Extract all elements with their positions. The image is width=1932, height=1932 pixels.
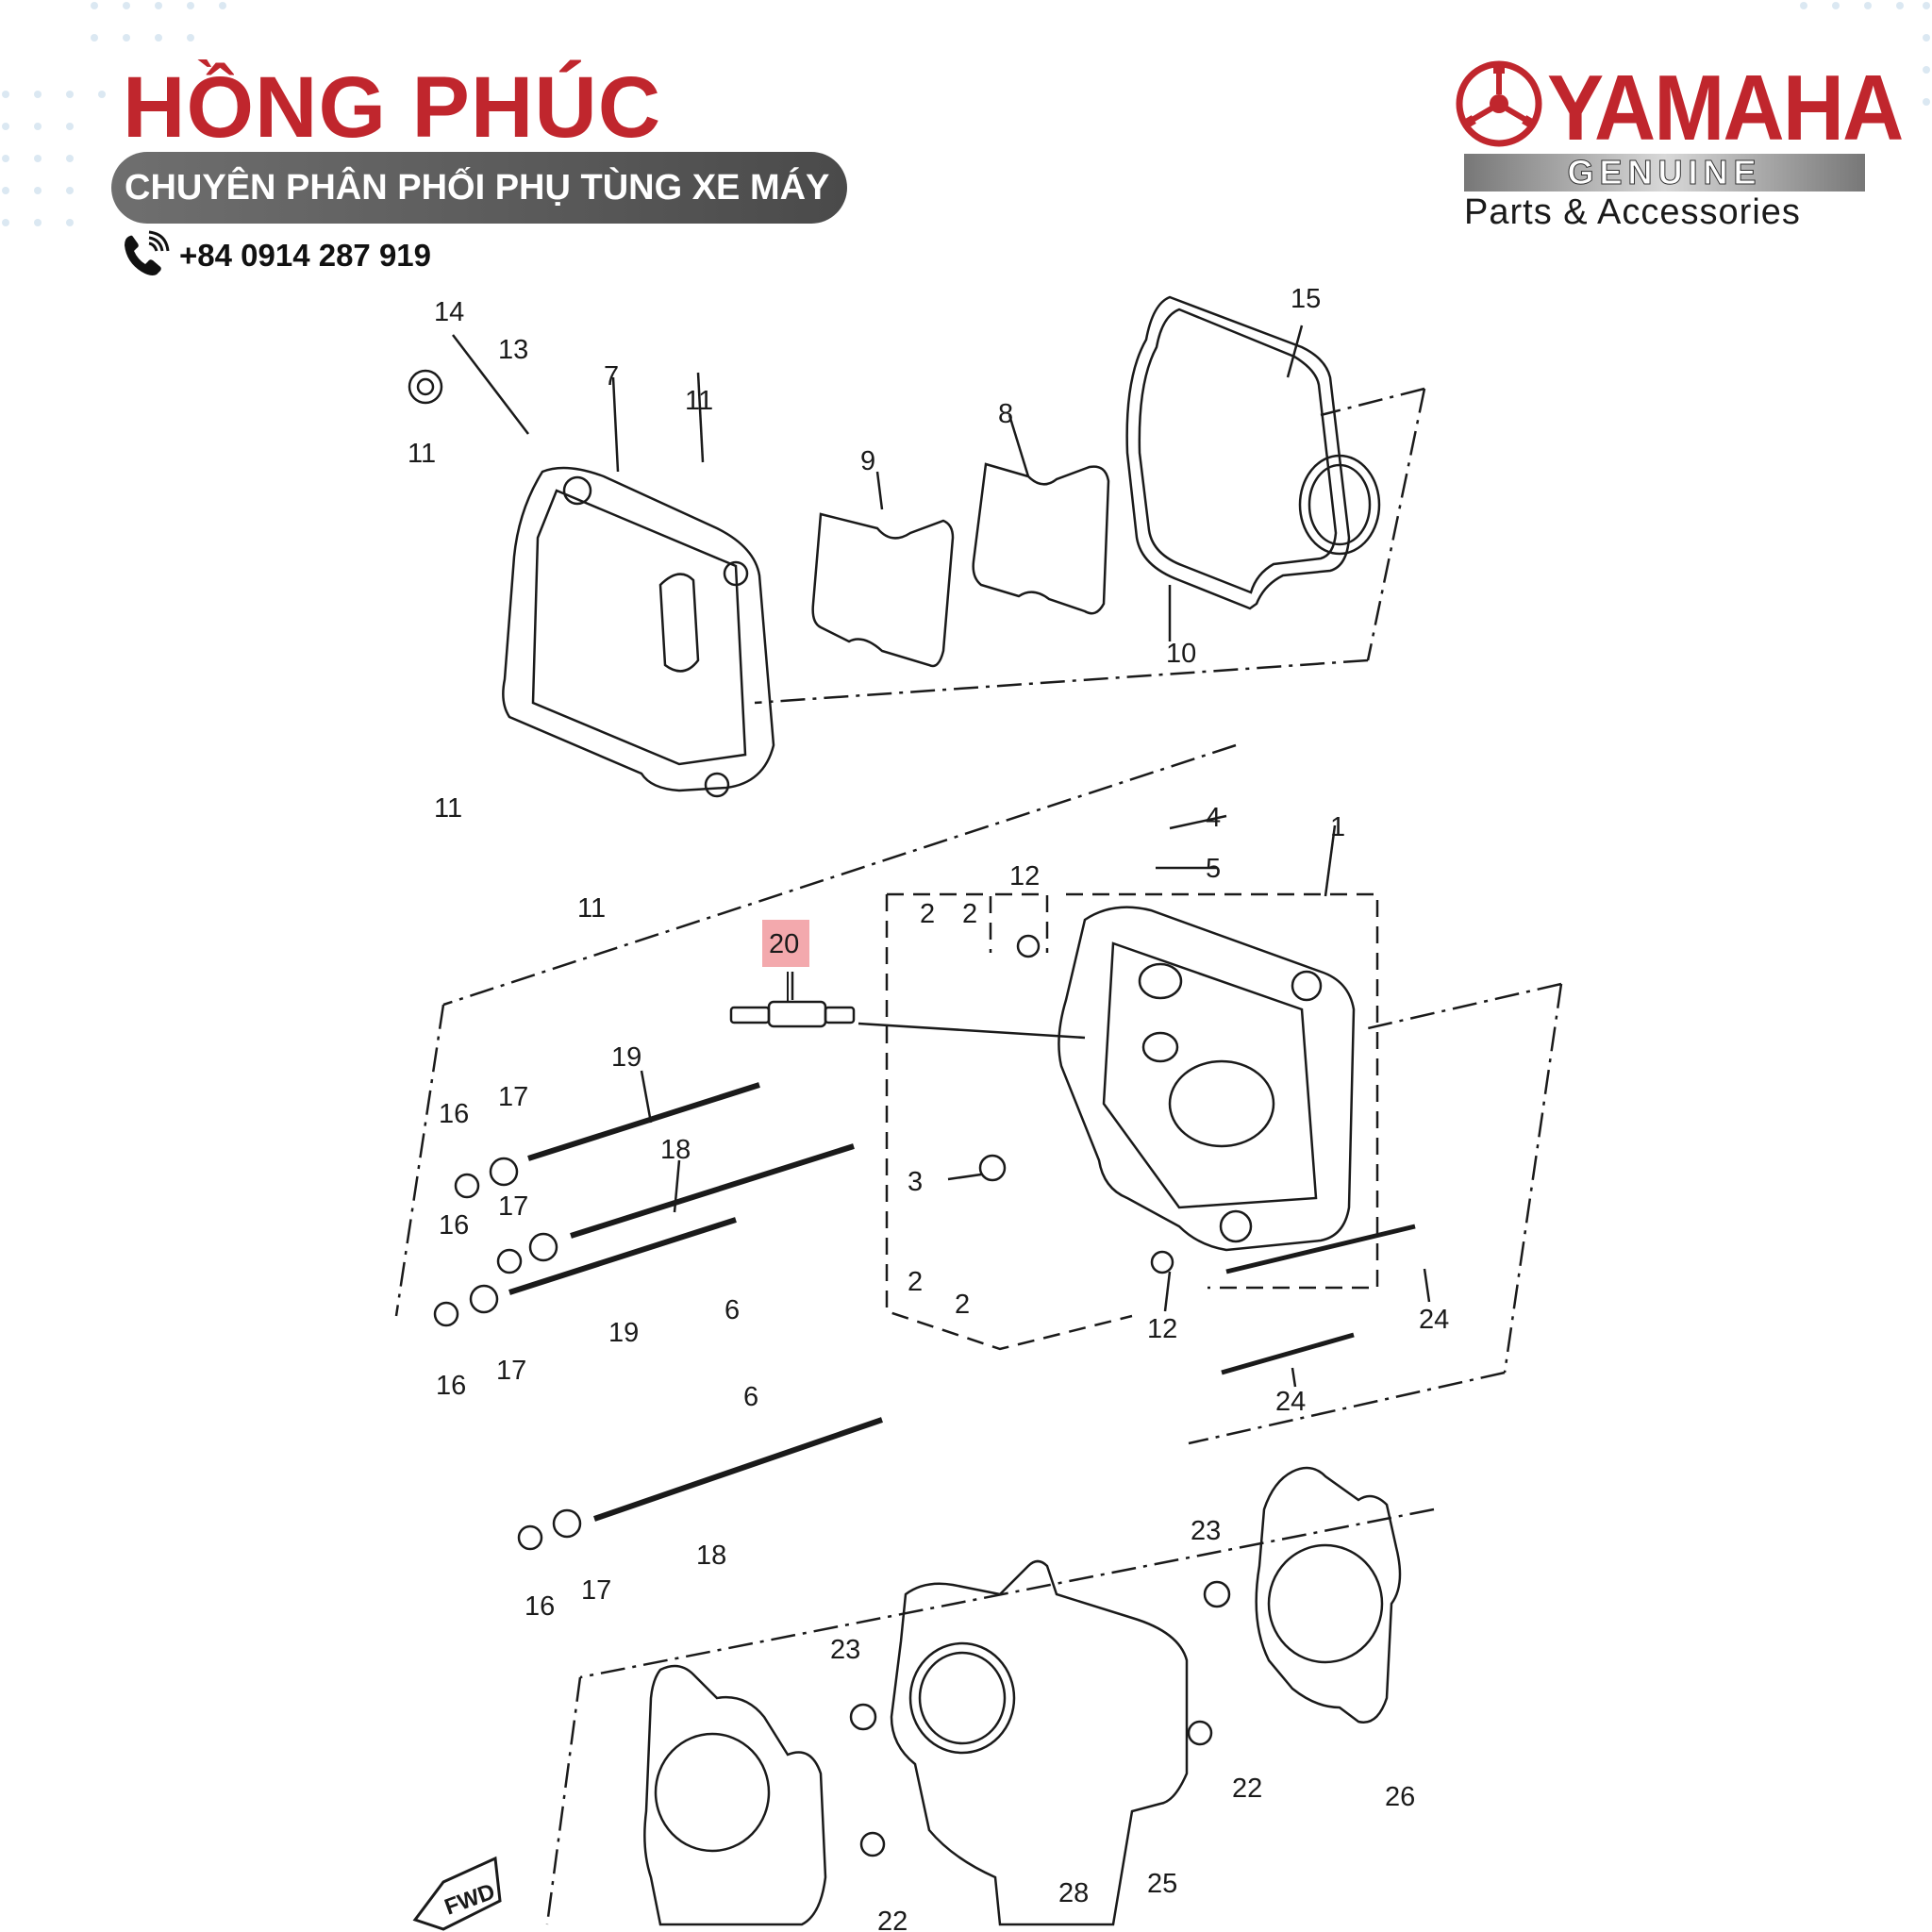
callout: 22 <box>877 1907 908 1932</box>
callout: 3 <box>908 1167 923 1197</box>
callout: 23 <box>1191 1516 1221 1546</box>
callout: 11 <box>408 439 436 469</box>
callout: 25 <box>1147 1869 1177 1899</box>
callout: 24 <box>1275 1387 1306 1417</box>
genuine-label: GENUINE <box>1567 153 1762 192</box>
highlight-part-20 <box>762 920 809 967</box>
callout: 18 <box>696 1541 726 1571</box>
dot-pattern-top-left <box>2 2 226 226</box>
callout: 17 <box>496 1356 526 1386</box>
callout: 23 <box>830 1635 860 1665</box>
callout: 16 <box>439 1210 469 1241</box>
callout: 11 <box>434 793 462 824</box>
genuine-bar <box>1464 154 1865 192</box>
callout: 2 <box>962 899 977 929</box>
callout: 7 <box>604 361 619 391</box>
callout: 10 <box>1166 639 1196 669</box>
fwd-label: FWD <box>441 1879 499 1921</box>
callout: 8 <box>998 399 1013 429</box>
fwd-marker: FWD <box>412 1856 502 1931</box>
tagline: CHUYÊN PHÂN PHỐI PHỤ TÙNG XE MÁY <box>125 168 830 208</box>
callout: 14 <box>434 297 464 327</box>
callout: 12 <box>1147 1314 1177 1344</box>
callout: 2 <box>920 899 935 929</box>
callout: 16 <box>436 1371 466 1401</box>
parts-accessories-label: Parts & Accessories <box>1464 192 1801 232</box>
callout: 18 <box>660 1135 691 1165</box>
dot-pattern-top-right <box>1800 2 1930 106</box>
callout: 17 <box>581 1575 611 1606</box>
callout: 13 <box>498 335 528 365</box>
yamaha-wordmark: YAMAHA <box>1547 56 1904 159</box>
callout: 16 <box>525 1591 555 1622</box>
callout: 17 <box>498 1191 528 1222</box>
callout: 16 <box>439 1099 469 1129</box>
tuning-fork-emblem-icon <box>1456 60 1542 147</box>
callout: 6 <box>724 1295 740 1325</box>
callout: 9 <box>860 446 875 476</box>
callout: 26 <box>1385 1782 1415 1812</box>
callout: 1 <box>1330 812 1345 842</box>
callout: 6 <box>743 1382 758 1412</box>
callout: 2 <box>955 1290 970 1320</box>
callout: 19 <box>608 1318 639 1348</box>
callout: 20 <box>769 929 799 959</box>
callout: 4 <box>1206 803 1221 833</box>
callout: 19 <box>611 1042 641 1073</box>
callout: 12 <box>1009 861 1040 891</box>
callout: 24 <box>1419 1305 1449 1335</box>
callout: 15 <box>1291 284 1321 314</box>
callout-labels: 14 13 7 11 11 9 8 15 10 11 11 4 5 1 12 2… <box>408 284 1449 1932</box>
callout: 2 <box>908 1267 923 1297</box>
phone-number[interactable]: +84 0914 287 919 <box>179 238 432 273</box>
callout: 11 <box>577 893 606 924</box>
callout: 11 <box>685 386 713 416</box>
callout: 5 <box>1206 854 1221 884</box>
phone-icon <box>125 230 170 275</box>
callout: 22 <box>1232 1774 1262 1804</box>
tagline-pill <box>111 152 847 224</box>
callout: 17 <box>498 1082 528 1112</box>
brand-name: HỒNG PHÚC <box>123 59 662 156</box>
callout: 28 <box>1058 1878 1089 1908</box>
